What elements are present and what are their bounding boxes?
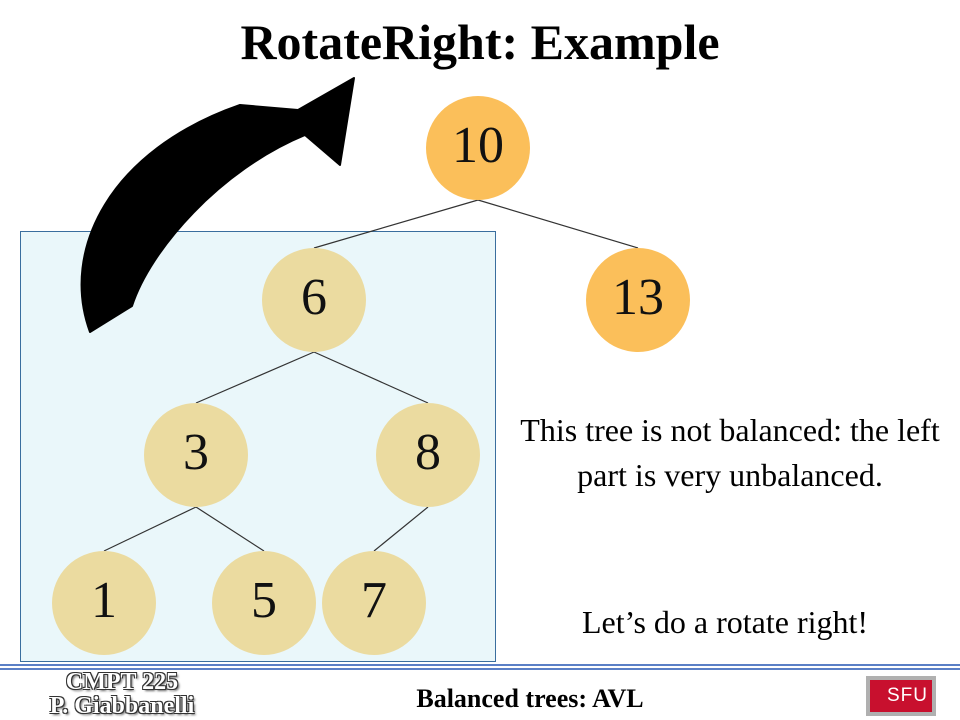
sfu-logo: SFU — [866, 676, 936, 716]
tree-edge-n8-n7 — [373, 506, 429, 552]
tree-node-label: 6 — [301, 269, 327, 326]
tree-node-circle — [376, 403, 480, 507]
course-label: CMPT 225 P. Giabbanelli — [32, 670, 212, 718]
tree-node-label: 5 — [251, 572, 277, 629]
author-name: P. Giabbanelli — [49, 693, 195, 719]
tree-node-8: 8 — [376, 403, 480, 507]
tree-node-label: 10 — [452, 117, 504, 174]
tree-node-circle — [52, 551, 156, 655]
tree-edge-n3-n1 — [103, 506, 197, 552]
rotate-right-callout: Let’s do a rotate right! — [581, 604, 869, 640]
tree-node-label: 8 — [415, 424, 441, 481]
tree-edge-n10-n13 — [477, 199, 639, 249]
tree-edge-n6-n8 — [313, 351, 429, 404]
tree-node-circle — [144, 403, 248, 507]
tree-edge-n10-n6 — [313, 199, 479, 249]
tree-node-3: 3 — [144, 403, 248, 507]
tree-node-13: 13 — [586, 248, 690, 352]
tree-node-1: 1 — [52, 551, 156, 655]
tree-node-circle — [212, 551, 316, 655]
tree-node-label: 13 — [612, 269, 664, 326]
tree-node-7: 7 — [322, 551, 426, 655]
slide-title: RotateRight: Example — [240, 14, 720, 70]
tree-node-6: 6 — [262, 248, 366, 352]
footer-divider — [0, 668, 960, 670]
explanation-text: This tree is not balanced: the left part… — [520, 412, 940, 493]
tree-node-10: 10 — [426, 96, 530, 200]
tree-node-circle — [586, 248, 690, 352]
footer-divider — [0, 664, 960, 666]
tree-edge-n6-n3 — [195, 351, 315, 404]
sfu-logo-text: SFU — [870, 680, 932, 712]
footer-topic: Balanced trees: AVL — [416, 684, 644, 713]
course-code: CMPT 225 — [65, 669, 179, 695]
tree-node-circle — [322, 551, 426, 655]
tree-node-label: 1 — [91, 572, 117, 629]
tree-diagram: 10 13 6 3 8 1 5 7 — [52, 77, 690, 655]
tree-node-label: 7 — [361, 572, 387, 629]
curved-arrow-icon — [80, 77, 355, 333]
tree-node-label: 3 — [183, 424, 209, 481]
tree-node-5: 5 — [212, 551, 316, 655]
tree-node-circle — [262, 248, 366, 352]
tree-node-circle — [426, 96, 530, 200]
tree-edge-n3-n5 — [195, 506, 265, 552]
